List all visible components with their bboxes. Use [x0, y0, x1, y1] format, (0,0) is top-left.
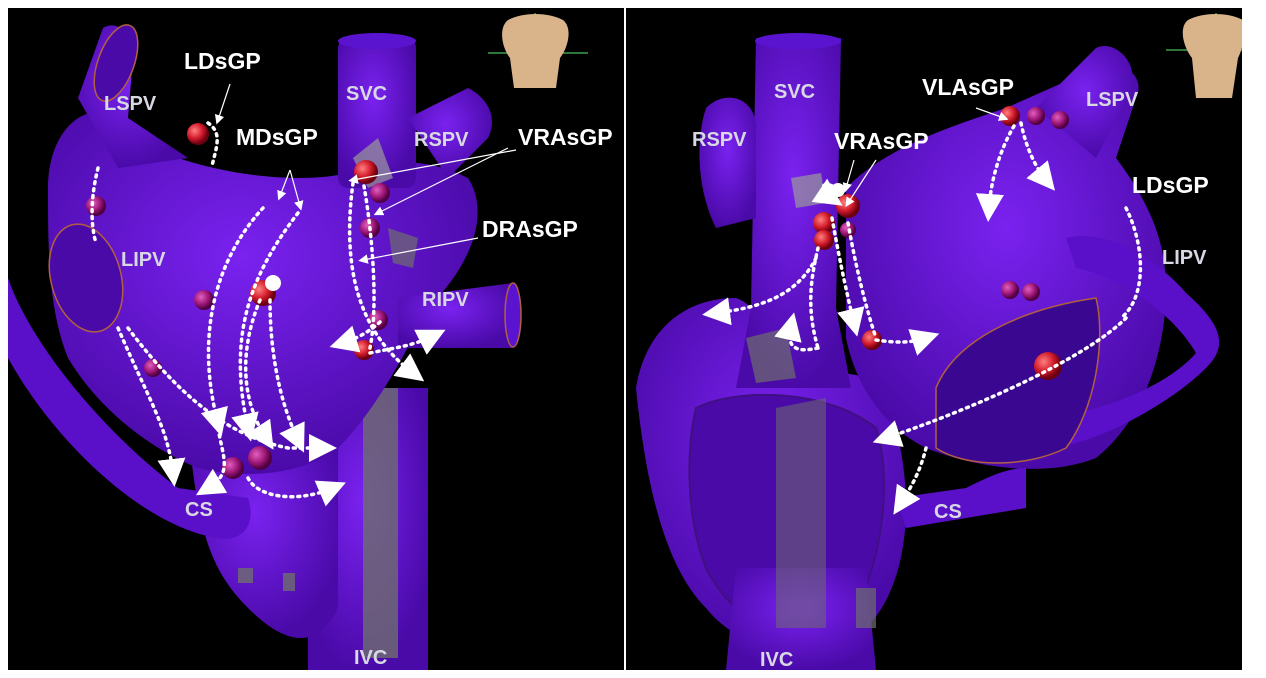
cs-label: CS — [185, 500, 213, 520]
ganglion-marker — [1022, 283, 1040, 301]
ganglion-marker — [187, 123, 209, 145]
rspv-label: RSPV — [414, 130, 468, 150]
rspv-label: RSPV — [692, 130, 746, 150]
ganglion-marker — [1027, 107, 1045, 125]
vrasgp-label: VRAsGP — [518, 126, 613, 149]
ganglion-marker — [1000, 106, 1020, 126]
ivc-label: IVC — [354, 648, 387, 668]
lspv-label: LSPV — [1086, 90, 1138, 110]
ganglion-marker — [248, 446, 272, 470]
svc-label: SVC — [774, 82, 815, 102]
ldsgp-label: LDsGP — [184, 50, 261, 73]
mdsgp-label: MDsGP — [236, 126, 318, 149]
ripv-label: RIPV — [422, 290, 469, 310]
ldsgp-label: LDsGP — [1132, 174, 1209, 197]
ivc-label: IVC — [760, 650, 793, 670]
ganglion-marker — [370, 183, 390, 203]
torso-back-icon — [488, 13, 588, 88]
ganglion-marker — [836, 194, 860, 218]
cs-label: CS — [934, 502, 962, 522]
ganglion-marker — [1001, 281, 1019, 299]
left-heart-model — [8, 8, 624, 670]
ganglion-marker — [86, 196, 106, 216]
torso-front-icon — [1166, 13, 1242, 98]
vlasgp-label: VLAsGP — [922, 76, 1014, 99]
lipv-label: LIPV — [1162, 248, 1206, 268]
ganglion-marker — [222, 457, 244, 479]
right-view-panel: SVC RSPV LSPV LIPV CS IVC VLAsGP VRAsGP … — [626, 8, 1242, 670]
lipv-label: LIPV — [121, 250, 165, 270]
left-view-panel: LSPV SVC RSPV LIPV RIPV CS IVC LDsGP MDs… — [8, 8, 624, 670]
ganglion-marker — [1051, 111, 1069, 129]
scar-patch — [363, 388, 398, 658]
right-heart-model — [626, 8, 1242, 670]
vrasgp-label: VRAsGP — [834, 130, 929, 153]
svc-label: SVC — [346, 84, 387, 104]
rspv-vessel — [699, 98, 756, 228]
drasgp-label: DRAsGP — [482, 218, 578, 241]
ganglion-marker — [354, 160, 378, 184]
ganglion-marker — [194, 290, 214, 310]
lspv-label: LSPV — [104, 94, 156, 114]
